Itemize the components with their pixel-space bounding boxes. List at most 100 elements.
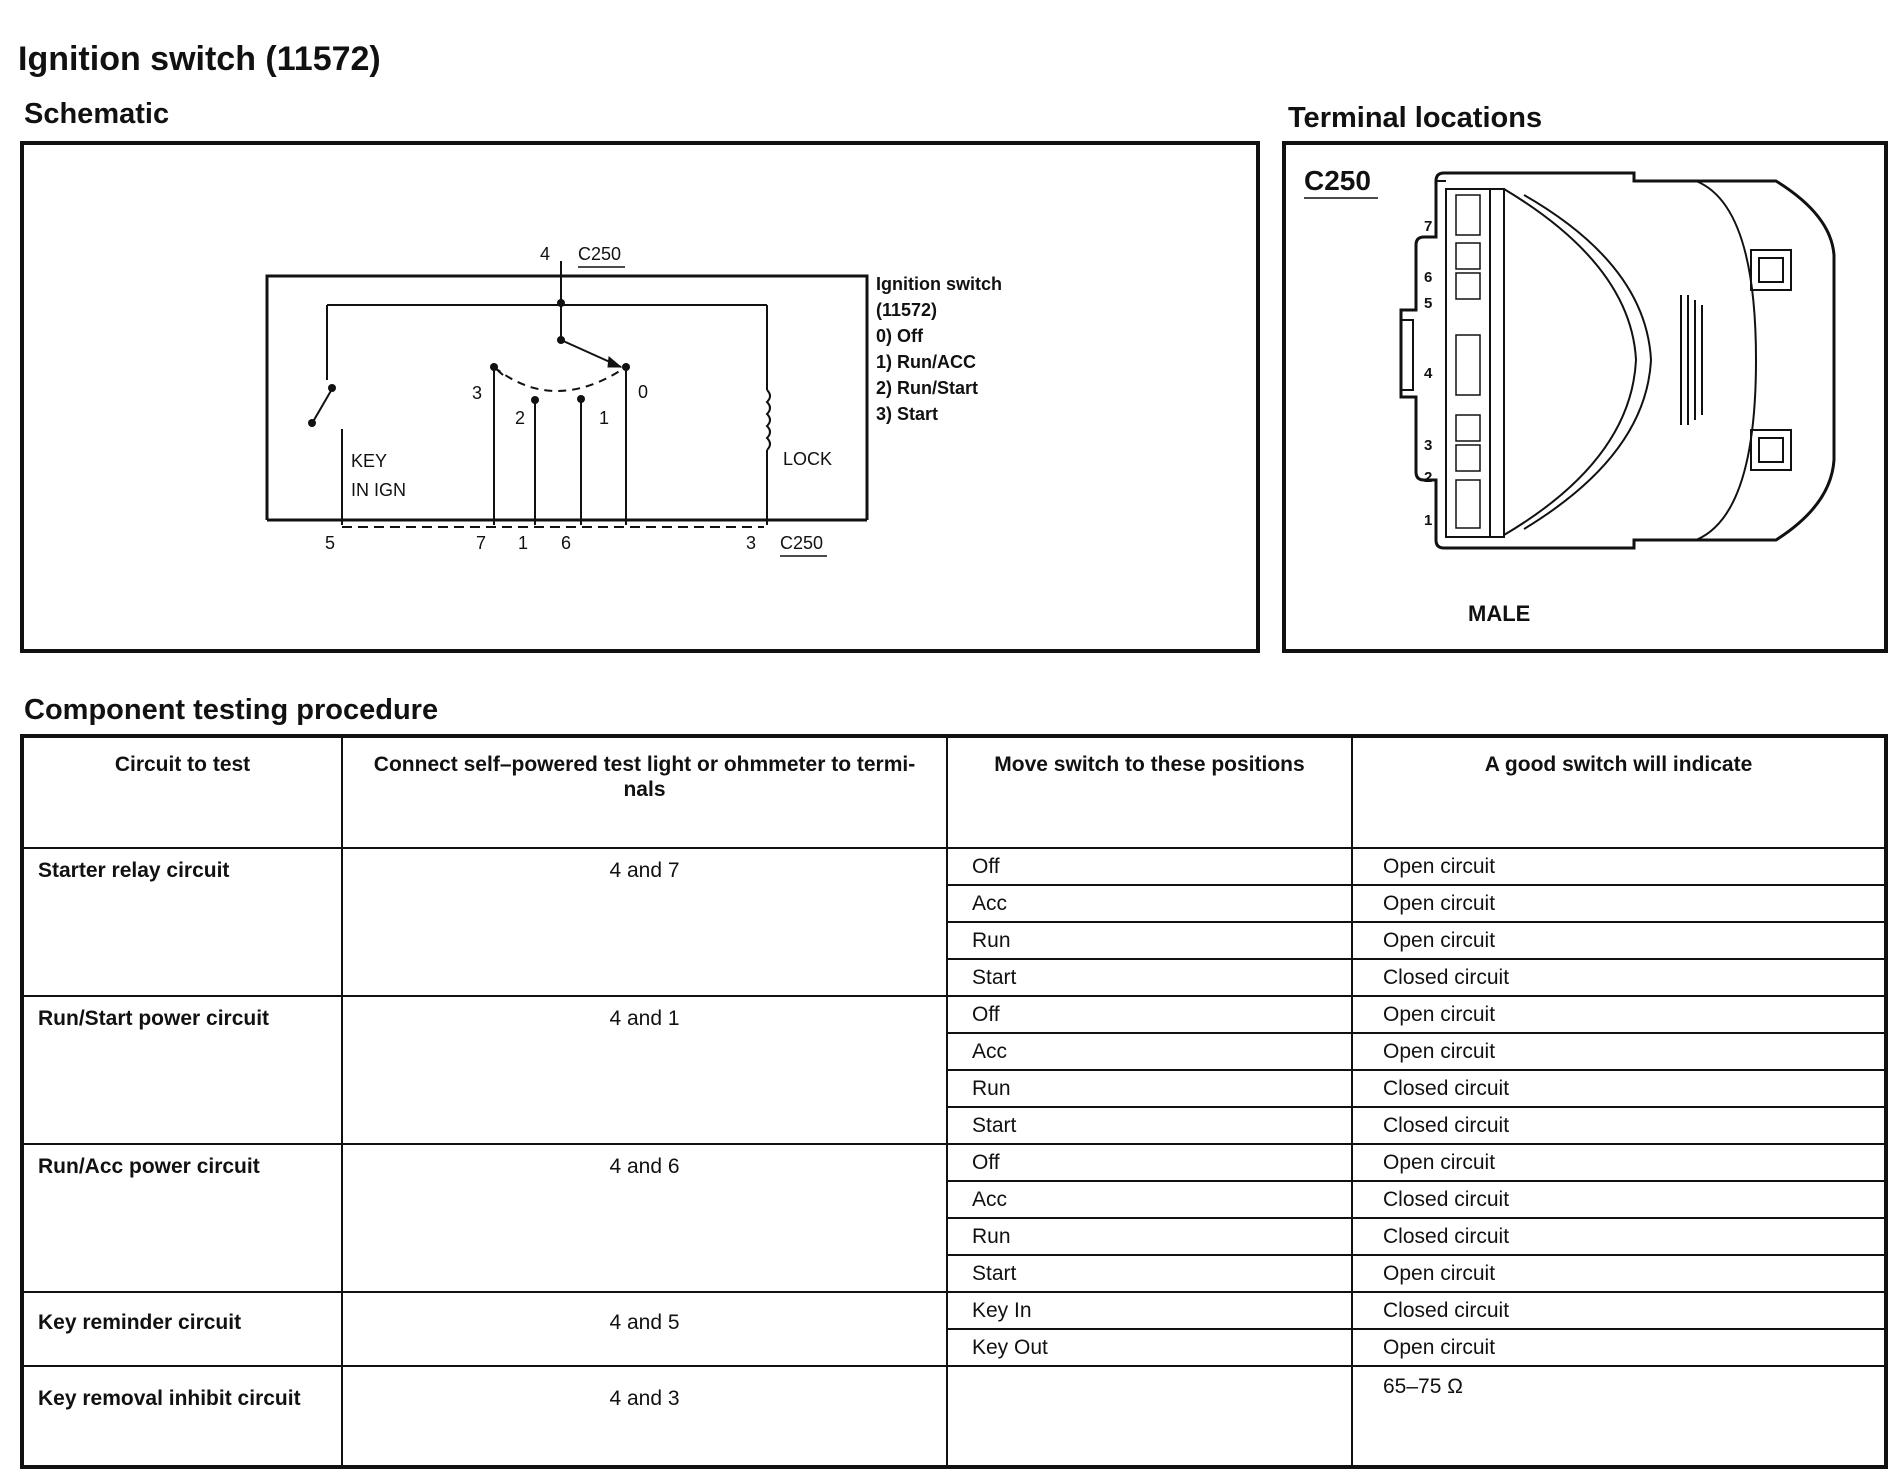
lock-label: LOCK — [783, 449, 832, 469]
terminals-cell: 4 and 1 — [341, 995, 948, 1145]
page-title: Ignition switch (11572) — [18, 40, 381, 78]
terminal-locations-panel: C250 — [1282, 141, 1888, 653]
table-row: Key Out Open circuit — [22, 1328, 1887, 1367]
table-row: Run Open circuit — [22, 921, 1887, 960]
table-row: Start Closed circuit — [22, 1106, 1887, 1145]
position-cell: Run — [946, 1069, 1353, 1108]
position-number: 2 — [515, 408, 525, 428]
latch-upper — [1750, 249, 1792, 291]
result-cell: Closed circuit — [1351, 1106, 1887, 1145]
bottom-pin-label: 7 — [476, 533, 486, 553]
result-cell: Closed circuit — [1351, 1069, 1887, 1108]
position-cell: Acc — [946, 884, 1353, 923]
result-cell: Closed circuit — [1351, 958, 1887, 997]
table-row: Run Closed circuit — [22, 1217, 1887, 1256]
bottom-connector-label: C250 — [780, 533, 823, 553]
terminals-cell: 4 and 3 — [341, 1365, 948, 1468]
circuit-cell: Key reminder circuit — [21, 1291, 343, 1367]
terminal-column — [1445, 188, 1491, 538]
terminal-pin-number: 4 — [1424, 365, 1433, 382]
result-cell: 65–75 Ω — [1351, 1365, 1887, 1468]
position-cell: Off — [946, 847, 1353, 886]
position-cell: Off — [946, 995, 1353, 1034]
table-row: Key reminder circuit 4 and 5 Key In Clos… — [21, 1291, 1887, 1367]
terminals-cell: 4 and 5 — [341, 1291, 948, 1367]
switch-label-line: 1) Run/ACC — [876, 352, 976, 372]
connector-id: C250 — [1304, 165, 1371, 196]
bottom-pin-label: 3 — [746, 533, 756, 553]
result-cell: Open circuit — [1351, 995, 1887, 1034]
terminal-pin-number: 3 — [1424, 437, 1432, 454]
position-cell: Start — [946, 1106, 1353, 1145]
position-cell: Run — [946, 921, 1353, 960]
key-in-ign-label: IN IGN — [351, 480, 406, 500]
position-cell: Start — [946, 1254, 1353, 1293]
switch-label-line: 0) Off — [876, 326, 924, 346]
key-in-ign-label: KEY — [351, 451, 387, 471]
table-header-row: Circuit to test Connect self–powered tes… — [21, 735, 1887, 849]
position-cell: Acc — [946, 1180, 1353, 1219]
position-number: 0 — [638, 382, 648, 402]
result-cell: Open circuit — [1351, 1143, 1887, 1182]
position-cell: Key Out — [946, 1328, 1353, 1367]
switch-label-line: Ignition switch — [876, 274, 1002, 294]
schematic-panel: 4 C250 Ignition switch (11572) 0) Off 1)… — [20, 141, 1260, 653]
terminals-cell: 4 and 7 — [341, 847, 948, 997]
result-cell: Closed circuit — [1351, 1180, 1887, 1219]
position-cell — [946, 1365, 1353, 1468]
schematic-diagram: 4 C250 Ignition switch (11572) 0) Off 1)… — [265, 244, 1002, 557]
position-cell: Run — [946, 1217, 1353, 1256]
connector-gender-label: MALE — [1468, 601, 1530, 626]
terminals-cell: 4 and 6 — [341, 1143, 948, 1293]
table-row: Start Closed circuit — [22, 958, 1887, 997]
position-cell: Off — [946, 1143, 1353, 1182]
component-testing-heading: Component testing procedure — [24, 694, 439, 726]
column-header: Connect self–powered test light or ohmme… — [341, 735, 948, 849]
bottom-pin-label: 6 — [561, 533, 571, 553]
component-testing-table: Circuit to test Connect self–powered tes… — [20, 734, 1888, 1469]
table-row: Acc Open circuit — [22, 884, 1887, 923]
position-arc — [493, 366, 627, 392]
table-row: Starter relay circuit 4 and 7 Off Open c… — [21, 847, 1887, 997]
table-row: Acc Open circuit — [22, 1032, 1887, 1071]
circuit-cell: Key removal inhibit circuit — [21, 1365, 343, 1468]
connector-housing — [1399, 171, 1836, 550]
position-number: 1 — [599, 408, 609, 428]
latch-lower — [1750, 429, 1792, 471]
table-row: Run/Acc power circuit 4 and 6 Off Open c… — [21, 1143, 1887, 1293]
table-row: Start Open circuit — [22, 1254, 1887, 1293]
result-cell: Closed circuit — [1351, 1291, 1887, 1330]
connector-c250-diagram: C250 — [1304, 165, 1836, 626]
terminal-pin-number: 7 — [1424, 218, 1432, 235]
result-cell: Open circuit — [1351, 847, 1887, 886]
circuit-cell: Starter relay circuit — [21, 847, 343, 997]
result-cell: Closed circuit — [1351, 1217, 1887, 1256]
circuit-cell: Run/Acc power circuit — [21, 1143, 343, 1293]
schematic-heading: Schematic — [24, 98, 170, 130]
lock-solenoid-coil — [765, 389, 771, 451]
switch-label-line: 3) Start — [876, 404, 938, 424]
column-header: A good switch will indicate — [1351, 735, 1887, 849]
top-connector-label: C250 — [578, 244, 621, 264]
switch-label-line: 2) Run/Start — [876, 378, 978, 398]
result-cell: Open circuit — [1351, 884, 1887, 923]
column-header: Circuit to test — [21, 735, 343, 849]
key-switch-blade — [313, 388, 333, 421]
result-cell: Open circuit — [1351, 1328, 1887, 1367]
terminal-pin-number: 5 — [1424, 295, 1432, 312]
terminal-pin-number: 1 — [1424, 512, 1432, 529]
position-cell: Acc — [946, 1032, 1353, 1071]
position-cell: Start — [946, 958, 1353, 997]
bottom-pin-label: 1 — [518, 533, 528, 553]
table-row: Run Closed circuit — [22, 1069, 1887, 1108]
circuit-cell: Run/Start power circuit — [21, 995, 343, 1145]
result-cell: Open circuit — [1351, 1032, 1887, 1071]
terminal-pin-number: 6 — [1424, 269, 1432, 286]
terminal-pin-number: 2 — [1424, 469, 1432, 486]
table-row: Key removal inhibit circuit 4 and 3 65–7… — [21, 1365, 1887, 1468]
switch-housing-outline — [265, 274, 869, 520]
terminal-locations-heading: Terminal locations — [1288, 102, 1543, 134]
switch-label-line: (11572) — [876, 300, 937, 320]
bottom-pin-label: 5 — [325, 533, 335, 553]
result-cell: Open circuit — [1351, 921, 1887, 960]
